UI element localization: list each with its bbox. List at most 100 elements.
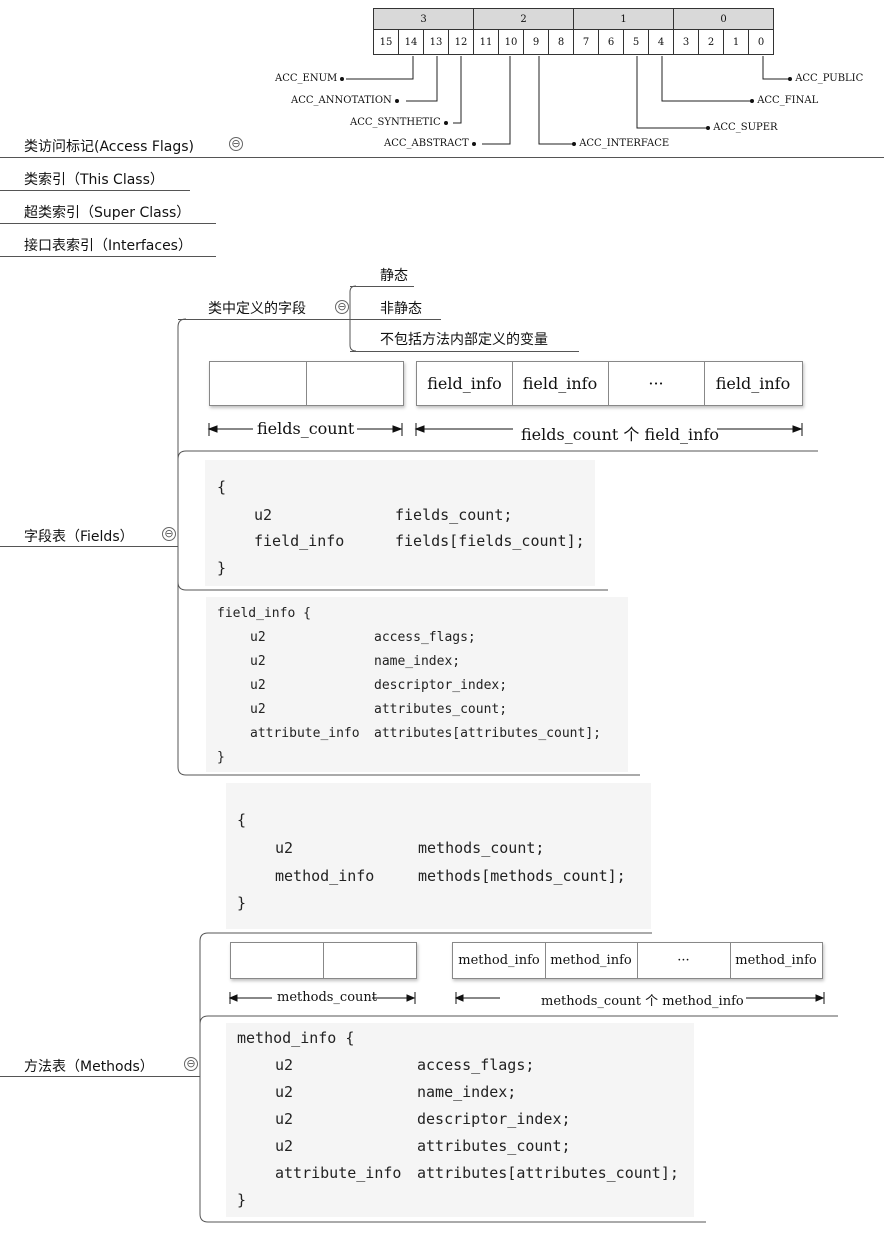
super-class-node[interactable]: 超类索引（Super Class） <box>24 205 191 221</box>
interfaces-node[interactable]: 接口表索引（Interfaces） <box>24 238 192 254</box>
flag-acc-synthetic: ACC_SYNTHETIC <box>350 117 448 128</box>
close-brace: } <box>237 1191 247 1209</box>
flag-acc-final: ACC_FINAL <box>750 95 818 106</box>
method-info-array-box: method_info method_info ··· method_info <box>452 942 823 979</box>
bit-cell: 3 <box>673 29 699 55</box>
collapse-icon[interactable]: ⊖ <box>162 527 176 541</box>
divider <box>350 319 441 320</box>
bit-cell: 10 <box>498 29 524 55</box>
type-label: u2 <box>275 839 294 857</box>
type-label: attribute_info <box>275 1164 402 1182</box>
bit-cell: 5 <box>623 29 649 55</box>
field-name: name_index; <box>417 1083 517 1101</box>
type-label: u2 <box>250 702 266 717</box>
byte-header: 2 <box>473 8 574 30</box>
type-label: u2 <box>250 654 266 669</box>
methods-measure-arrows <box>228 992 825 1004</box>
mindmap-connectors <box>177 285 838 1223</box>
field-info-cell: field_info <box>417 362 513 405</box>
bit-cell: 1 <box>723 29 749 55</box>
field-name: descriptor_index; <box>417 1110 571 1128</box>
this-class-node[interactable]: 类索引（This Class） <box>24 172 164 188</box>
bit-cell: 6 <box>598 29 624 55</box>
bit-cell: 12 <box>448 29 474 55</box>
type-label: u2 <box>275 1137 294 1155</box>
divider <box>350 351 579 352</box>
field-name: fields_count; <box>395 506 513 524</box>
close-brace: } <box>217 750 225 765</box>
type-label: u2 <box>275 1056 294 1074</box>
field-info-cell: field_info <box>512 362 609 405</box>
fields-count-box <box>209 361 404 406</box>
flag-leader-lines <box>346 56 790 145</box>
field-name: name_index; <box>374 654 461 669</box>
bit-cell: 4 <box>648 29 674 55</box>
bullet-icon <box>572 141 576 146</box>
type-label: u2 <box>275 1110 294 1128</box>
class-fields-node[interactable]: 类中定义的字段 <box>208 301 306 317</box>
bit-cell: 0 <box>748 29 774 55</box>
fields-count-label: fields_count <box>257 419 355 438</box>
u2-cell <box>323 943 416 978</box>
flag-acc-annotation: ACC_ANNOTATION <box>291 95 399 106</box>
byte-header: 3 <box>373 8 474 30</box>
static-node[interactable]: 静态 <box>380 268 408 284</box>
method-info-code-block: method_info { u2 access_flags; u2 name_i… <box>226 1023 694 1217</box>
collapse-icon[interactable]: ⊖ <box>229 137 243 151</box>
fields-info-label: fields_count 个 field_info <box>521 425 719 444</box>
bit-cell: 9 <box>523 29 549 55</box>
bullet-icon <box>471 141 476 146</box>
bit-cell: 8 <box>548 29 574 55</box>
methods-count-box <box>230 942 417 979</box>
collapse-icon[interactable]: ⊖ <box>184 1057 198 1071</box>
field-name: attributes_count; <box>374 702 508 717</box>
field-name: descriptor_index; <box>374 678 508 693</box>
type-label: method_info <box>275 867 375 885</box>
divider <box>0 223 216 224</box>
collapse-icon[interactable]: ⊖ <box>335 300 349 314</box>
no-local-variables-node[interactable]: 不包括方法内部定义的变量 <box>380 332 548 348</box>
field-name: attributes[attributes_count]; <box>417 1164 679 1182</box>
methods-count-label: methods_count <box>277 990 378 1005</box>
field-info-array-box: field_info field_info ··· field_info <box>416 361 803 406</box>
fields-measure-arrows <box>207 423 803 436</box>
u2-cell <box>210 362 307 405</box>
bullet-icon <box>340 76 345 81</box>
type-label: u2 <box>250 630 266 645</box>
nonstatic-node[interactable]: 非静态 <box>380 301 422 317</box>
flag-acc-interface: ACC_INTERFACE <box>572 138 669 149</box>
divider <box>350 286 414 287</box>
methods-node[interactable]: 方法表（Methods） <box>24 1059 154 1075</box>
method-info-cell: method_info <box>545 943 638 978</box>
methods-code-block: { u2 methods_count; method_info methods[… <box>226 783 651 929</box>
bullet-icon <box>395 98 399 103</box>
bullet-icon <box>706 125 710 130</box>
bit-cell: 11 <box>473 29 499 55</box>
flag-acc-enum: ACC_ENUM <box>275 73 345 84</box>
divider <box>0 1076 200 1077</box>
open-brace: { <box>217 478 227 496</box>
fields-code-block: { u2 fields_count; field_info fields[fie… <box>205 460 595 586</box>
field-name: attributes[attributes_count]; <box>374 726 601 741</box>
flag-acc-abstract: ACC_ABSTRACT <box>384 138 476 149</box>
type-label: attribute_info <box>250 726 360 741</box>
type-label: u2 <box>254 506 273 524</box>
bit-cell: 7 <box>573 29 599 55</box>
field-info-cell: field_info <box>715 374 791 393</box>
method-info-cell: method_info <box>453 943 546 978</box>
bit-cell: 15 <box>373 29 399 55</box>
divider <box>0 546 178 547</box>
u2-cell <box>306 362 403 405</box>
close-brace: } <box>237 894 247 912</box>
close-brace: } <box>217 559 227 577</box>
divider <box>178 319 350 320</box>
flag-acc-public: ACC_PUBLIC <box>788 73 863 84</box>
field-name: methods[methods_count]; <box>418 867 626 885</box>
divider <box>0 256 216 257</box>
access-flags-node[interactable]: 类访问标记(Access Flags) <box>24 139 195 155</box>
methods-info-label: methods_count 个 method_info <box>541 994 744 1009</box>
divider <box>0 157 884 158</box>
fields-node[interactable]: 字段表（Fields） <box>24 529 134 545</box>
field-name: attributes_count; <box>417 1137 571 1155</box>
u2-cell <box>231 943 324 978</box>
